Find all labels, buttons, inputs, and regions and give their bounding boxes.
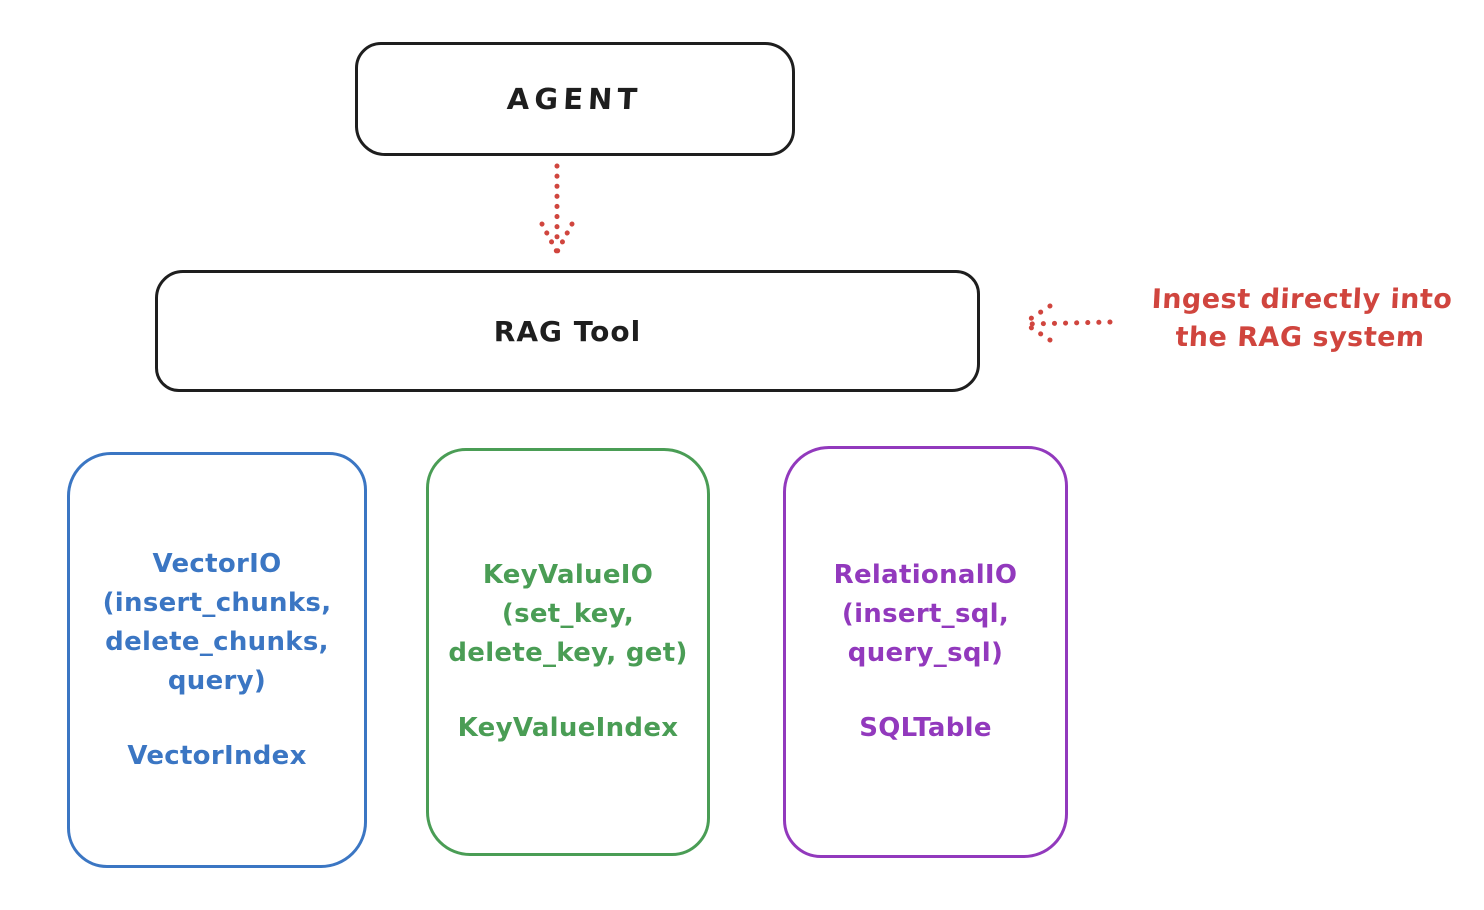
dotted-arrow-down-icon bbox=[539, 163, 575, 255]
rag-tool-label: RAG Tool bbox=[493, 314, 642, 348]
annotation-ingest: Ingest directly into the RAG system bbox=[1116, 281, 1484, 357]
box-line: KeyValueIO bbox=[482, 560, 654, 590]
box-line: RelationalIO bbox=[833, 560, 1018, 590]
storage-box-relational-io: RelationalIO (insert_sql, query_sql) SQL… bbox=[783, 446, 1068, 858]
annotation-line: the RAG system bbox=[1174, 322, 1426, 353]
box-lines: KeyValueIO (set_key, delete_key, get) bbox=[448, 556, 687, 673]
box-line: (insert_chunks, bbox=[102, 587, 332, 618]
index-label: KeyValueIndex bbox=[457, 713, 679, 743]
box-lines: VectorIO (insert_chunks, delete_chunks, … bbox=[103, 545, 332, 701]
box-line: VectorIO bbox=[152, 548, 282, 579]
box-line: query) bbox=[167, 665, 267, 696]
index-label: VectorIndex bbox=[127, 740, 307, 771]
box-line: delete_chunks, bbox=[105, 626, 329, 657]
box-line: delete_key, get) bbox=[448, 638, 688, 668]
agent-label: AGENT bbox=[506, 82, 644, 116]
box-lines: RelationalIO (insert_sql, query_sql) bbox=[834, 556, 1018, 673]
agent-node: AGENT bbox=[355, 42, 795, 156]
dotted-arrow-left-icon bbox=[1021, 303, 1113, 343]
index-label: SQLTable bbox=[859, 713, 992, 743]
box-line: (set_key, bbox=[501, 599, 635, 629]
box-line: (insert_sql, bbox=[841, 599, 1010, 629]
rag-tool-node: RAG Tool bbox=[155, 270, 980, 392]
annotation-line: Ingest directly into bbox=[1150, 284, 1454, 315]
storage-box-keyvalue-io: KeyValueIO (set_key, delete_key, get) Ke… bbox=[426, 448, 710, 856]
storage-box-vector-io: VectorIO (insert_chunks, delete_chunks, … bbox=[67, 452, 367, 868]
box-line: query_sql) bbox=[847, 638, 1004, 668]
